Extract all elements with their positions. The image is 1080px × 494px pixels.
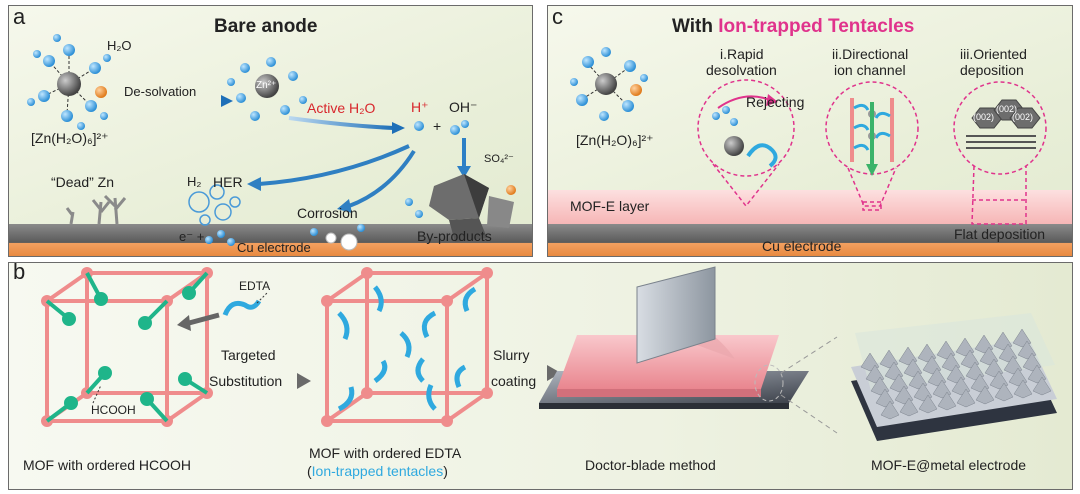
coating-label: coating [491,373,537,389]
step2-line2: ion channel [834,62,906,78]
so4-label: SO₄²⁻ [484,153,514,165]
corrosion-particles [310,224,365,251]
caption-mof-hcooh: MOF with ordered HCOOH [23,457,192,473]
step1-line1: i.Rapid [720,46,764,62]
panel-c: c With Ion-trapped Tentacles [Zn(H₂O)₆]²… [547,5,1073,257]
dead-zn-label: “Dead” Zn [51,174,115,190]
desolvation-label: De-solvation [124,84,197,99]
zn-pyramid [880,400,900,420]
hcooh-ligands [45,271,209,423]
zn-pyramid [918,394,938,414]
panel-c-letter: c [552,5,563,29]
facet-label-3: (002) [1012,112,1034,122]
zn-pyramid [899,397,919,417]
caption-ion-trapped: (Ion-trapped tentacles) [307,463,448,479]
step1-line2: desolvation [706,62,777,78]
mof-e-layer-label: MOF-E layer [570,198,650,214]
facet-label-2: (002) [996,104,1018,114]
panel-c-title: With Ion-trapped Tentacles [672,16,914,38]
h2-bubbles [188,184,241,226]
electron-ions [205,230,235,246]
active-h2o-label: Active H₂O [307,100,376,116]
zn-pyramid [956,388,976,408]
her-label: HER [213,174,243,190]
hydrated-zn-complex-left [27,34,111,130]
edta-label: EDTA [239,279,271,293]
zn-pyramid [975,385,995,405]
step3-line1: iii.Oriented [960,46,1027,62]
panel-a-letter: a [13,5,26,29]
byproducts-label: By-products [417,228,492,244]
zn-ion-cluster [227,57,307,121]
flat-deposition-label: Flat deposition [954,226,1046,242]
panel-c-title-prefix: With [672,16,719,37]
mof-cube-edta [325,271,489,423]
panel-a: a Bare anode H₂O [Zn(H₂O)₆]²⁺ De-solvati… [8,5,533,257]
oh-minus-label: OH⁻ [449,99,478,115]
zn-pyramid [994,382,1014,402]
h2o-label: H₂O [107,38,132,53]
doctor-blade-apparatus [539,266,809,409]
complex-label-a: [Zn(H₂O)₆]²⁺ [31,130,109,146]
her-arrow [258,144,410,186]
zn-002-hexagons [971,99,1041,129]
cu-electrode-label-a: Cu electrode [237,240,311,255]
substitution-label: Substitution [209,373,283,389]
byproduct-crystals [405,174,516,242]
cu-electrode-bar [9,224,532,256]
panel-a-art [9,34,532,256]
pyramid-array [860,328,1052,420]
caption-doctor-blade: Doctor-blade method [585,457,716,473]
dead-zn-dendrites [65,194,127,225]
edta-molecule [222,299,262,316]
rejecting-label: Rejecting [746,94,805,110]
step2-line1: ii.Directional [832,46,909,62]
caption-ion-trapped-text: Ion-trapped tentacles [311,463,444,479]
panel-b: b EDTA HCOOH Targeted Substitution Slurr… [8,262,1073,490]
step3-line2: deposition [960,62,1024,78]
panel-a-title: Bare anode [214,16,318,37]
caption-mof-e-electrode: MOF-E@metal electrode [871,457,1027,473]
slurry-label: Slurry [493,347,530,363]
callout-oriented-deposition [953,81,1047,225]
panel-c-title-highlight: Ion-trapped Tentacles [718,16,915,37]
electron-label: e⁻ + [179,229,205,244]
panel-b-art [41,266,1057,441]
zn-pyramid [1013,379,1033,399]
active-h2o-arrow [288,116,395,130]
zn-pyramid [937,391,957,411]
caption-mof-edta: MOF with ordered EDTA [309,445,462,461]
corrosion-arrow [348,149,416,208]
zn2-label: Zn²⁺ [256,80,277,91]
edta-tentacles [337,285,477,412]
zn-pyramid [1032,376,1052,396]
plus-sign: + [433,118,442,134]
deposition-layers [966,135,1036,149]
cu-electrode-bar-c [548,224,1072,256]
corrosion-label: Corrosion [297,205,358,221]
facet-label-1: (002) [973,112,995,122]
hydrated-zn-complex-right [570,47,648,121]
cu-electrode-label-c: Cu electrode [762,238,842,254]
caption-ion-trapped-open: ( [307,463,312,479]
panel-b-letter: b [13,262,26,284]
panel-c-art [548,47,1072,256]
caption-ion-trapped-close: ) [443,463,448,479]
callout-rapid-desolvation [697,79,795,208]
h-plus-label: H⁺ [411,99,429,115]
complex-label-c: [Zn(H₂O)₆]²⁺ [576,132,654,148]
h2-label: H₂ [187,174,202,189]
mof-e-layer-bar [548,190,1072,224]
hcooh-label: HCOOH [91,403,136,417]
targeted-label: Targeted [221,347,276,363]
